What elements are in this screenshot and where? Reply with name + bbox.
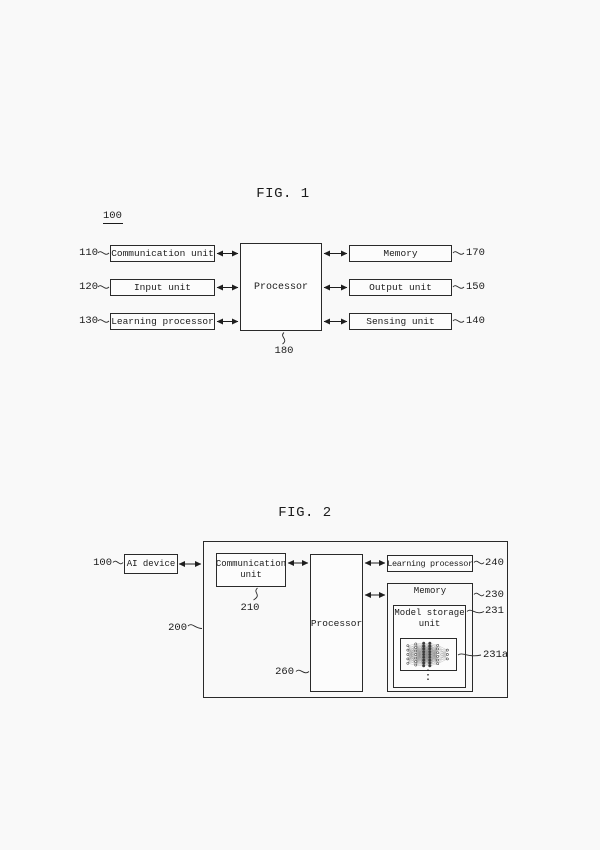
block-processor-fig2-label: Processor [310, 617, 363, 629]
block-communication-unit-fig2: Communication unit [216, 553, 286, 587]
block-model-storage-unit-label: Model storage unit [394, 608, 465, 629]
leader-140 [452, 319, 465, 323]
block-processor-fig1-label: Processor [253, 281, 308, 293]
ref-learning-processor-fig2: 240 [485, 557, 504, 569]
block-memory-fig2: Memory [387, 583, 473, 692]
block-learning-processor-fig2: Learning processor [387, 555, 473, 572]
ref-sensing-unit: 140 [466, 315, 485, 327]
ref-model-storage-unit: 231 [485, 605, 504, 617]
leader-150 [452, 285, 465, 289]
ref-memory-fig2: 230 [485, 589, 504, 601]
block-processor-fig2: Processor [310, 554, 363, 692]
ref-communication-unit: 110 [79, 247, 98, 259]
block-output-unit: Output unit [349, 279, 452, 296]
block-learning-processor-label: Learning processor [111, 316, 214, 327]
more-models-ellipsis: ⋮ [421, 668, 435, 683]
block-ai-server-outline [203, 541, 508, 698]
fig2-title: FIG. 2 [278, 505, 332, 521]
block-processor-fig1: Processor [240, 243, 322, 331]
block-learning-processor-fig2-label: Learning processor [387, 558, 473, 569]
ref-neural-network-model: 231a [483, 649, 509, 661]
leader-130 [97, 319, 110, 323]
block-memory-fig2-label: Memory [413, 586, 447, 596]
block-input-unit-label: Input unit [133, 282, 191, 293]
ref-input-unit: 120 [79, 281, 98, 293]
fig1-title: FIG. 1 [256, 186, 310, 202]
ref-ai-device: 100 [93, 557, 112, 569]
ref-communication-unit-fig2: 210 [240, 602, 260, 614]
ref-processor-fig2: 260 [275, 666, 294, 678]
ref-processor-fig1: 180 [274, 345, 294, 357]
leader-200 [187, 624, 203, 629]
block-sensing-unit: Sensing unit [349, 313, 452, 330]
block-communication-unit: Communication unit [110, 245, 215, 262]
block-memory-fig1-label: Memory [383, 248, 418, 259]
block-communication-unit-label: Communication unit [111, 248, 214, 259]
leader-100-fig2 [112, 560, 124, 565]
block-communication-unit-fig2-label: Communication unit [215, 559, 287, 580]
leader-120 [97, 285, 110, 289]
block-input-unit: Input unit [110, 279, 215, 296]
block-ai-device: AI device [124, 554, 178, 574]
ref-memory-fig1: 170 [466, 247, 485, 259]
fig1-figure-ref: 100 [103, 210, 123, 224]
leader-110 [97, 251, 110, 255]
leader-180 [282, 332, 286, 345]
block-memory-fig1: Memory [349, 245, 452, 262]
block-sensing-unit-label: Sensing unit [366, 316, 435, 327]
ref-learning-processor: 130 [79, 315, 98, 327]
ref-output-unit: 150 [466, 281, 485, 293]
block-learning-processor: Learning processor [110, 313, 215, 330]
ref-ai-server: 200 [168, 622, 187, 634]
block-output-unit-label: Output unit [369, 282, 432, 293]
leader-170 [452, 251, 465, 255]
block-neural-network-model [400, 638, 457, 671]
neural-network-icon [406, 641, 449, 668]
block-ai-device-label: AI device [126, 558, 176, 569]
